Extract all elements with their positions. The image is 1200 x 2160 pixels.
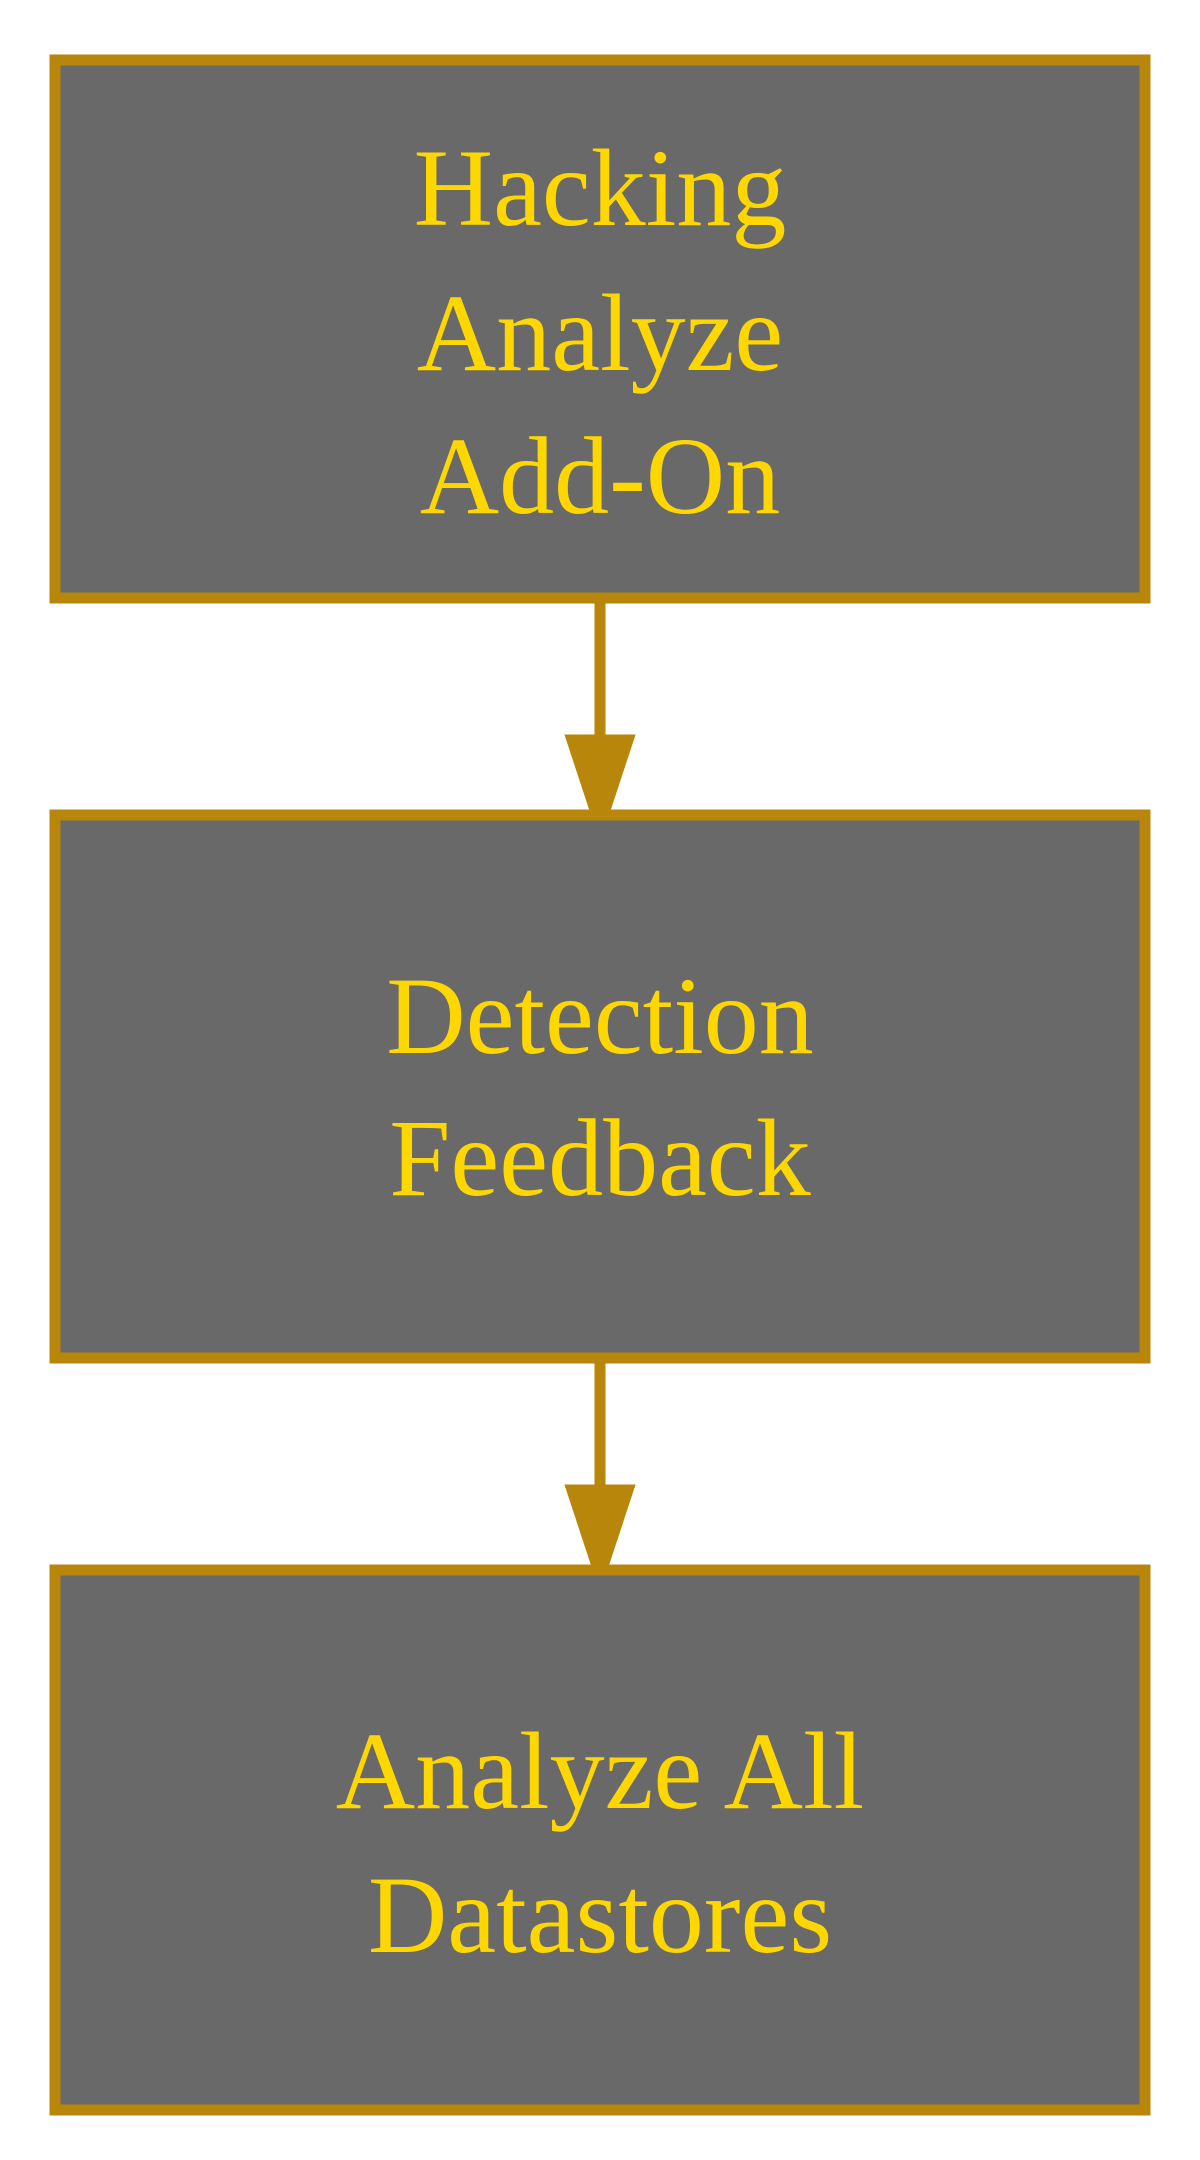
edge-arrow <box>564 603 636 843</box>
node-box <box>49 54 1151 604</box>
node-label: Datastores <box>368 1854 832 1976</box>
node-label: Feedback <box>389 1097 810 1219</box>
node-detection-feedback: Detection Feedback <box>49 809 1151 1364</box>
arrowhead-icon <box>564 734 636 843</box>
arrowhead-icon <box>564 1484 636 1593</box>
node-box <box>49 1564 1151 2116</box>
node-label: Add-On <box>420 415 781 537</box>
node-hacking-analyze-add-on: Hacking Analyze Add-On <box>49 54 1151 604</box>
edge-arrow <box>564 1363 636 1593</box>
node-box <box>49 809 1151 1364</box>
node-label: Analyze All <box>336 1710 864 1832</box>
node-label: Detection <box>386 955 814 1077</box>
node-label: Hacking <box>414 127 787 249</box>
node-label: Analyze <box>417 272 783 394</box>
node-analyze-all-datastores: Analyze All Datastores <box>49 1564 1151 2116</box>
